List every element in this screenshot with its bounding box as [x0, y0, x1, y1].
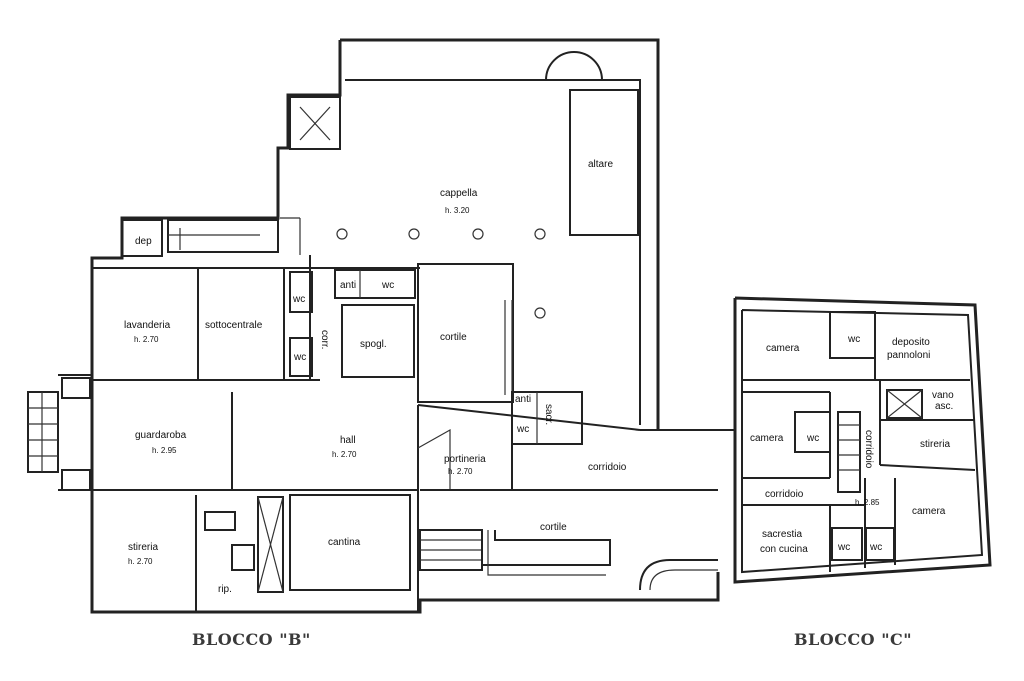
label-cappella: cappella	[440, 188, 478, 199]
block-c-title: BLOCCO "C"	[794, 630, 913, 649]
label-spogl: spogl.	[360, 339, 387, 350]
label-wc-c1: wc	[847, 334, 860, 345]
label-camera-2: camera	[750, 433, 784, 444]
label-con-cucina: con cucina	[760, 544, 808, 555]
label-cortile-2: cortile	[540, 522, 567, 533]
label-wc-c2: wc	[806, 433, 819, 444]
room-labels: dep lavanderia h. 2.70 sottocentrale wc …	[124, 159, 954, 595]
block-b-title: BLOCCO "B"	[192, 630, 311, 649]
label-deposito: deposito	[892, 337, 930, 348]
label-anti-2: anti	[515, 394, 531, 405]
label-rip: rip.	[218, 584, 232, 595]
label-guardaroba: guardaroba	[135, 430, 187, 441]
label-sacr: sacr.	[543, 404, 554, 425]
label-wc-b2: wc	[293, 352, 306, 363]
label-camera-1: camera	[766, 343, 800, 354]
block-c-walls	[733, 296, 992, 584]
label-asc: asc.	[935, 401, 953, 412]
label-h285: h. 2.85	[855, 498, 880, 507]
label-wc-b1: wc	[292, 294, 305, 305]
label-wc-c3: wc	[837, 542, 850, 553]
label-cortile-1: cortile	[440, 332, 467, 343]
label-pannoloni: pannoloni	[887, 350, 930, 361]
label-altare: altare	[588, 159, 613, 170]
label-wc-c4: wc	[869, 542, 882, 553]
label-stireria-b: stireria	[128, 542, 158, 553]
label-sacrestia: sacrestia	[762, 529, 802, 540]
label-corridoio-1: corridoio	[588, 462, 627, 473]
block-b-walls	[27, 38, 735, 614]
label-cantina: cantina	[328, 537, 361, 548]
label-corr: corr.	[319, 330, 330, 349]
label-portineria-h: h. 2.70	[448, 467, 473, 476]
label-anti-1: anti	[340, 280, 356, 291]
label-cappella-h: h. 3.20	[445, 206, 470, 215]
label-dep: dep	[135, 236, 152, 247]
label-corridoio-3: corridoio	[765, 489, 804, 500]
label-hall: hall	[340, 435, 356, 446]
label-wc-b3: wc	[381, 280, 394, 291]
label-sottocentrale: sottocentrale	[205, 320, 263, 331]
label-vano: vano	[932, 390, 954, 401]
label-stireria-c: stireria	[920, 439, 950, 450]
label-portineria: portineria	[444, 454, 486, 465]
label-lavanderia: lavanderia	[124, 320, 171, 331]
label-camera-3: camera	[912, 506, 946, 517]
label-lavanderia-h: h. 2.70	[134, 335, 159, 344]
label-guardaroba-h: h. 2.95	[152, 446, 177, 455]
label-corridoio-2: corridoio	[863, 430, 874, 469]
label-wc-b4: wc	[516, 424, 529, 435]
label-stireria-b-h: h. 2.70	[128, 557, 153, 566]
label-hall-h: h. 2.70	[332, 450, 357, 459]
